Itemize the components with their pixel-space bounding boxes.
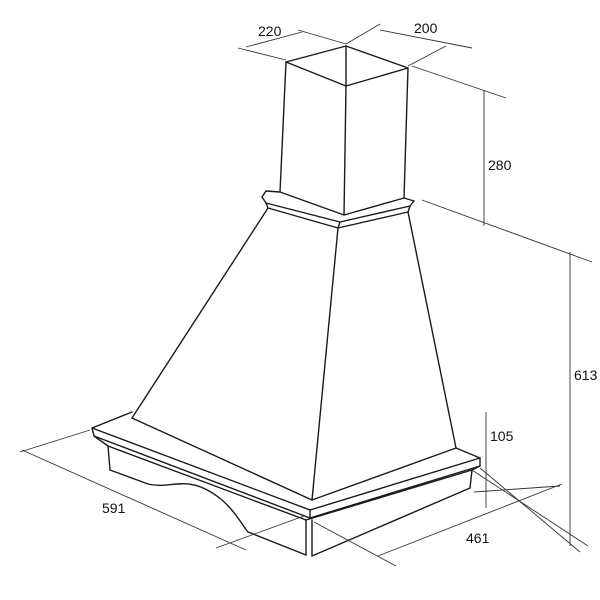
chimney <box>279 45 409 216</box>
dim-canopy-depth <box>313 467 589 567</box>
hood-base-right <box>311 447 457 501</box>
canopy-left-side <box>107 445 111 471</box>
canopy-rim-bottom <box>91 427 481 519</box>
label-chimney-height: 280 <box>488 157 512 173</box>
dimension-labels: 220 200 280 613 105 591 461 <box>102 20 598 546</box>
dimension-lines <box>19 23 593 567</box>
hood-front-edge <box>311 227 339 501</box>
chimney-front-edge <box>343 85 347 216</box>
label-hood-height: 613 <box>574 367 598 383</box>
collar-front-edge <box>337 221 341 229</box>
collar-bottom <box>265 202 411 229</box>
canopy-rim-step <box>93 435 481 521</box>
label-canopy-width: 591 <box>102 500 126 516</box>
dim-canopy-height <box>473 412 561 508</box>
hood-left-edge <box>131 207 269 419</box>
dim-chimney-depth <box>345 23 473 67</box>
hood-base-left <box>131 417 313 501</box>
hood-right-edge <box>407 211 457 449</box>
chimney-left-edge <box>279 61 287 193</box>
dim-hood-height <box>421 199 593 546</box>
label-chimney-depth: 200 <box>414 20 438 36</box>
dim-chimney-height <box>411 65 507 226</box>
collar <box>261 190 415 229</box>
collar-middle <box>261 196 415 223</box>
canopy <box>91 411 481 557</box>
canopy-right-side <box>469 469 473 489</box>
hood-body <box>131 207 457 501</box>
label-canopy-depth: 461 <box>466 530 490 546</box>
chimney-right-edge <box>403 67 409 199</box>
collar-top <box>261 190 415 216</box>
canopy-right-bottom <box>311 487 471 557</box>
dim-chimney-width <box>237 29 347 61</box>
chimney-top <box>285 45 409 87</box>
canopy-arch <box>109 469 307 556</box>
dim-canopy-width <box>19 429 305 551</box>
label-canopy-height: 105 <box>490 428 514 444</box>
label-chimney-width: 220 <box>258 23 282 39</box>
